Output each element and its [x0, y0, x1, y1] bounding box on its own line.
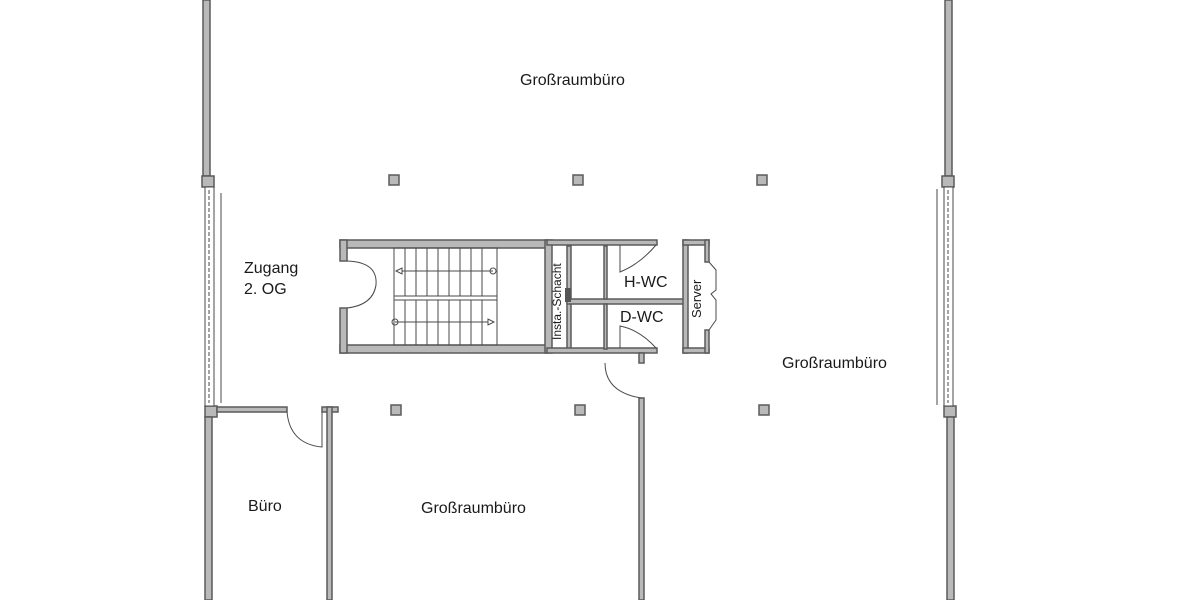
office-door-swing — [286, 411, 323, 448]
room-label-floor: 2. OG — [244, 281, 287, 298]
office-wall-right — [326, 406, 333, 600]
stair-wall-top — [339, 239, 548, 249]
wc-inner-wall-bottom — [603, 303, 608, 350]
wc-divider — [566, 298, 686, 305]
wc-inner-wall-top — [603, 245, 608, 300]
column — [388, 174, 400, 186]
left-wall-upper — [202, 0, 211, 177]
column — [390, 404, 402, 416]
server-wall-right-top — [704, 239, 710, 263]
column — [574, 404, 586, 416]
wc-door-jamb — [638, 352, 645, 364]
room-label-shaft: Insta.-Schacht — [550, 263, 564, 340]
stair-wall-left-bottom — [339, 307, 348, 354]
right-wall-upper — [944, 0, 953, 177]
column — [756, 174, 768, 186]
room-label-right-office: Großraumbüro — [782, 355, 887, 372]
stair-wall-bottom — [339, 344, 548, 354]
right-column-upper — [941, 175, 955, 188]
corridor-door-swing — [604, 362, 642, 399]
left-column-lower — [204, 405, 218, 418]
room-label-small-office: Büro — [248, 498, 282, 515]
room-label-server: Server — [689, 279, 704, 318]
hwc-door-swing — [619, 244, 657, 273]
column — [572, 174, 584, 186]
right-wall-lower — [946, 416, 955, 600]
left-window — [204, 186, 215, 407]
room-label-men-wc: H-WC — [624, 274, 668, 291]
stair-door-swing — [346, 260, 377, 309]
server-wall-right-bottom — [704, 329, 710, 354]
room-label-women-wc: D-WC — [620, 309, 664, 326]
wc-wall-bottom — [546, 347, 658, 354]
stair-wall-left-top — [339, 239, 348, 262]
server-wall-left — [682, 239, 689, 354]
right-column-lower — [943, 405, 957, 418]
office-wall-top — [216, 406, 288, 413]
column — [758, 404, 770, 416]
room-label-entrance: Zugang — [244, 260, 299, 277]
right-window — [943, 186, 954, 407]
partition-wall-center — [638, 397, 645, 600]
left-column-upper — [201, 175, 215, 188]
shaft-marker — [565, 288, 571, 302]
room-label-top-office: Großraumbüro — [520, 72, 625, 89]
dwc-door-swing — [619, 325, 657, 349]
left-wall-lower — [204, 416, 213, 600]
room-label-bottom-office: Großraumbüro — [421, 500, 526, 517]
wc-wall-top — [546, 239, 658, 246]
server-cabinet — [708, 261, 717, 331]
